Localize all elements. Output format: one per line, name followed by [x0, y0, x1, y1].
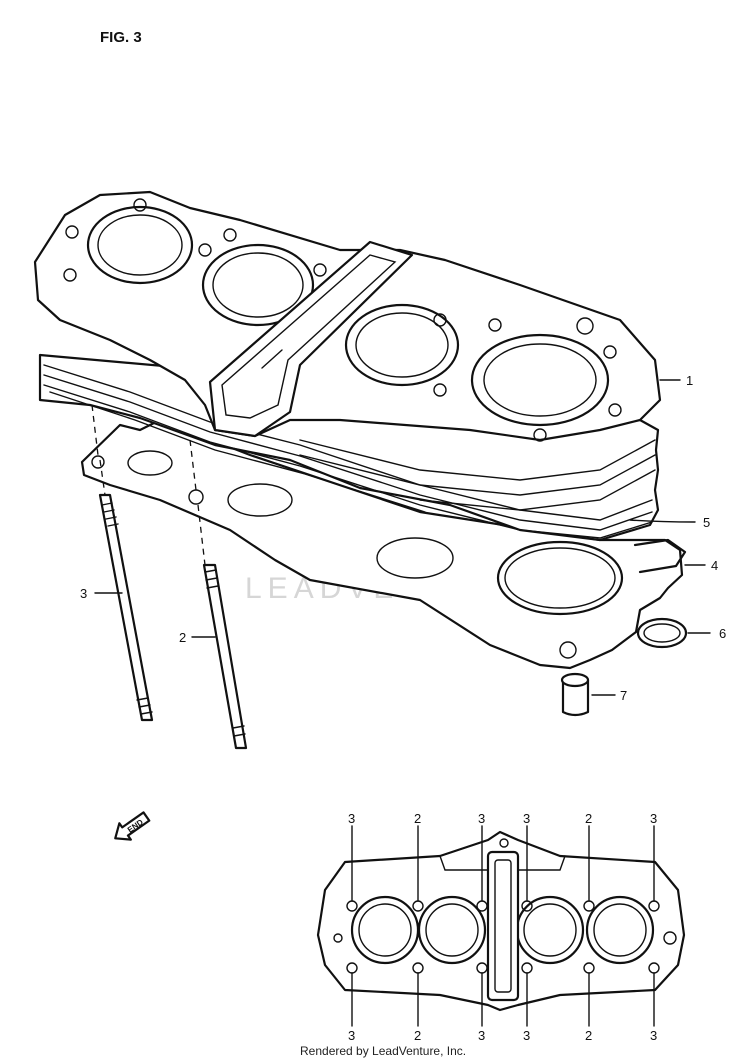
callout-leaders	[94, 379, 711, 696]
callout-5: 5	[703, 515, 710, 530]
bolt-label-top-6: 3	[650, 811, 657, 826]
bolt-label-top-1: 3	[348, 811, 355, 826]
bolt-pattern-plan-view	[316, 825, 686, 1027]
bolt-label-bottom-1: 3	[348, 1028, 355, 1043]
o-ring	[636, 617, 688, 649]
bolt-label-top-3: 3	[478, 811, 485, 826]
figure-title: FIG. 3	[100, 29, 142, 46]
bolt-label-bottom-5: 2	[585, 1028, 592, 1043]
bolt-label-top-5: 2	[585, 811, 592, 826]
callout-7: 7	[620, 688, 627, 703]
bolt-label-bottom-2: 2	[414, 1028, 421, 1043]
bolt-label-bottom-6: 3	[650, 1028, 657, 1043]
bolt-label-top-2: 2	[414, 811, 421, 826]
long-stud-bolt	[98, 459, 154, 722]
o-ring-gasket	[496, 538, 687, 616]
dowel-pin	[560, 672, 590, 717]
cylinder-block	[33, 190, 662, 542]
short-stud-bolt	[197, 504, 248, 750]
callout-2: 2	[179, 630, 186, 645]
bolt-label-top-4: 3	[523, 811, 530, 826]
callout-1: 1	[686, 373, 693, 388]
front-direction-arrow-icon: END	[114, 811, 151, 841]
callout-4: 4	[711, 558, 718, 573]
bolt-label-bottom-3: 3	[478, 1028, 485, 1043]
footer-credit: Rendered by LeadVenture, Inc.	[300, 1044, 466, 1058]
callout-3: 3	[80, 586, 87, 601]
bolt-label-bottom-4: 3	[523, 1028, 530, 1043]
callout-6: 6	[719, 626, 726, 641]
